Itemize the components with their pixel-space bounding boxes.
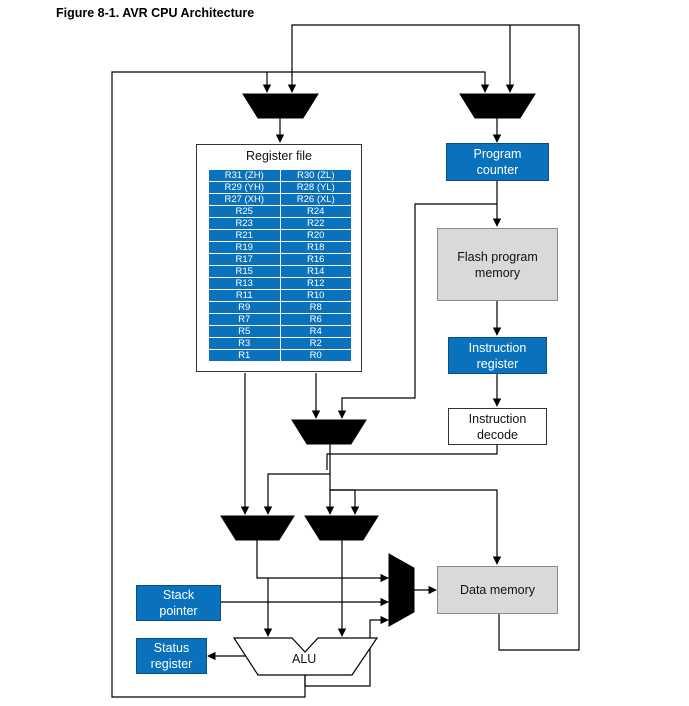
wire-mid-to-left-mux	[263, 473, 330, 515]
instruction-register-block: Instruction register	[448, 337, 547, 374]
program-counter-block: Program counter	[446, 143, 549, 181]
register-cell: R9	[208, 301, 281, 314]
register-cell: R21	[208, 229, 281, 242]
wire-pc-branch	[337, 203, 497, 419]
register-cell: R22	[279, 217, 353, 230]
wire-mid-to-right-mux	[330, 489, 360, 515]
register-file: Register file R31 (ZH)R30 (ZL) R29 (YH)R…	[196, 144, 362, 372]
register-cell: R26 (XL)	[279, 193, 353, 206]
register-table: R31 (ZH)R30 (ZL) R29 (YH)R28 (YL) R27 (X…	[208, 169, 353, 362]
register-cell: R25	[208, 205, 281, 218]
register-row: R29 (YH)R28 (YL)	[208, 181, 353, 194]
alu-label: ALU	[292, 652, 317, 666]
register-file-title: Register file	[246, 149, 312, 163]
register-cell: R6	[279, 313, 353, 326]
register-cell: R4	[279, 325, 353, 338]
alu-shape	[232, 637, 379, 676]
register-cell: R7	[208, 313, 281, 326]
wire-decode-to-mux	[326, 445, 498, 470]
register-cell: R28 (YL)	[279, 181, 353, 194]
figure-title: Figure 8-1. AVR CPU Architecture	[56, 6, 255, 20]
register-cell: R8	[279, 301, 353, 314]
register-cell: R23	[208, 217, 281, 230]
register-cell: R30 (ZL)	[279, 169, 353, 182]
mux-lower-right	[304, 515, 379, 541]
register-cell: R19	[208, 241, 281, 254]
wire-alu-feedback	[111, 71, 490, 698]
register-cell: R17	[208, 253, 281, 266]
mux-lower-left	[220, 515, 295, 541]
register-cell: R16	[279, 253, 353, 266]
register-cell: R10	[279, 289, 353, 302]
mux-address	[388, 553, 415, 627]
register-cell: R27 (XH)	[208, 193, 281, 206]
register-cell: R14	[279, 265, 353, 278]
register-cell: R20	[279, 229, 353, 242]
instruction-decode-block: Instruction decode	[448, 408, 547, 445]
wire-datamem-to-top-mux	[287, 24, 580, 651]
register-row: R27 (XH)R26 (XL)	[208, 193, 353, 206]
register-cell: R29 (YH)	[208, 181, 281, 194]
register-cell: R13	[208, 277, 281, 290]
register-cell: R15	[208, 265, 281, 278]
register-row: R31 (ZH)R30 (ZL)	[208, 169, 353, 182]
data-memory-block: Data memory	[437, 566, 558, 614]
wire-mid-to-datamem	[330, 489, 502, 565]
register-cell: R2	[279, 337, 353, 350]
status-register-block: Status register	[136, 638, 207, 674]
register-cell: R1	[208, 349, 281, 362]
register-cell: R18	[279, 241, 353, 254]
stack-pointer-block: Stack pointer	[136, 585, 221, 621]
register-cell: R12	[279, 277, 353, 290]
mux-top-left	[242, 93, 319, 119]
register-cell: R24	[279, 205, 353, 218]
register-cell: R31 (ZH)	[208, 169, 281, 182]
mux-middle	[291, 419, 367, 445]
flash-program-memory-block: Flash program memory	[437, 228, 558, 301]
register-cell: R0	[279, 349, 353, 362]
register-cell: R3	[208, 337, 281, 350]
wire-left-mux-to-addr-mux	[256, 540, 389, 583]
mux-top-right	[459, 93, 536, 119]
register-cell: R11	[208, 289, 281, 302]
wire-alu-to-addr-mux	[304, 615, 389, 687]
register-cell: R5	[208, 325, 281, 338]
